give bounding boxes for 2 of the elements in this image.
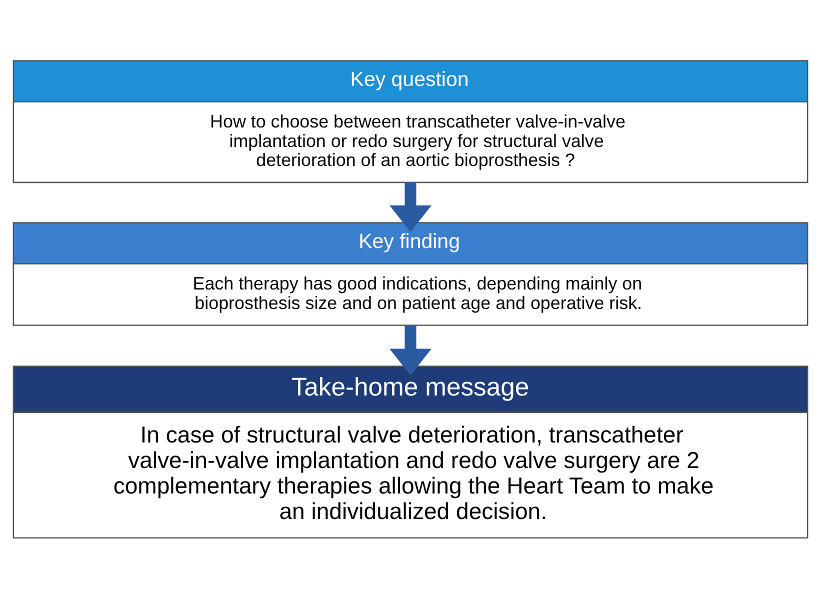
arrow [390,325,432,375]
arrow [390,182,432,232]
